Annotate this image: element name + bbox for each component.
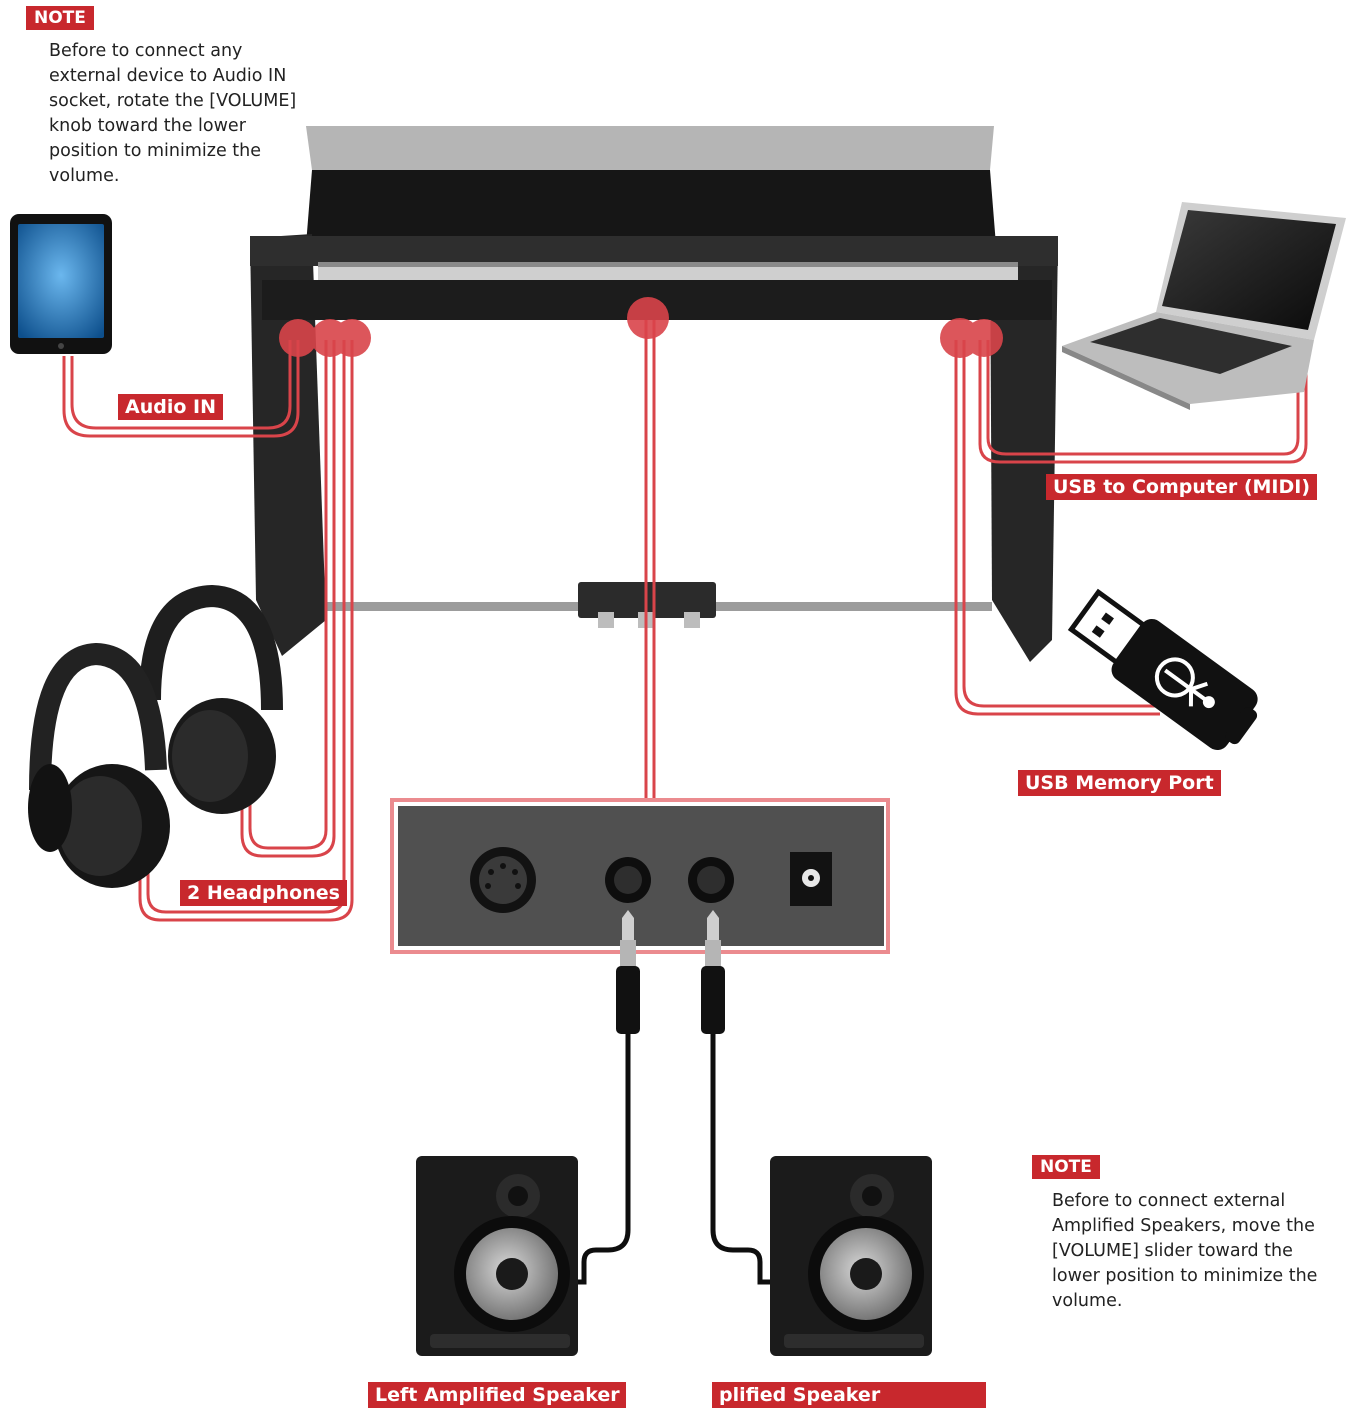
note-text-audio-in: Before to connect any external device to… [49,41,297,186]
midi-port [470,847,536,913]
right-speaker-icon [770,1156,932,1356]
headphones-icon [28,584,283,888]
label-right-speaker: plified Speaker [712,1382,986,1408]
label-usb-computer: USB to Computer (MIDI) [1046,474,1318,500]
laptop-icon [1062,202,1346,410]
connection-points [279,297,1003,358]
left-speaker-icon [416,1156,578,1356]
tablet-icon [10,214,112,354]
jack-cables [560,910,782,1285]
connection-lines [62,320,1308,922]
output-r-jack [688,857,734,903]
note-badge-bottom: NOTE [1032,1155,1100,1179]
note-text-speakers: Before to connect external Amplified Spe… [1052,1191,1318,1311]
output-l-jack [605,857,651,903]
connector-panel [390,798,890,954]
note-badge-top: NOTE [26,6,94,30]
label-left-speaker: Left Amplified Speaker R [368,1382,626,1408]
label-audio-in: Audio IN [118,394,223,420]
label-headphones: 2 Headphones [180,880,347,906]
dc-in-port [790,852,832,906]
jack-plug-right [701,910,725,1034]
label-usb-memory: USB Memory Port [1018,770,1221,796]
jack-plug-left [616,910,640,1034]
usb-stick-icon [1067,588,1258,750]
